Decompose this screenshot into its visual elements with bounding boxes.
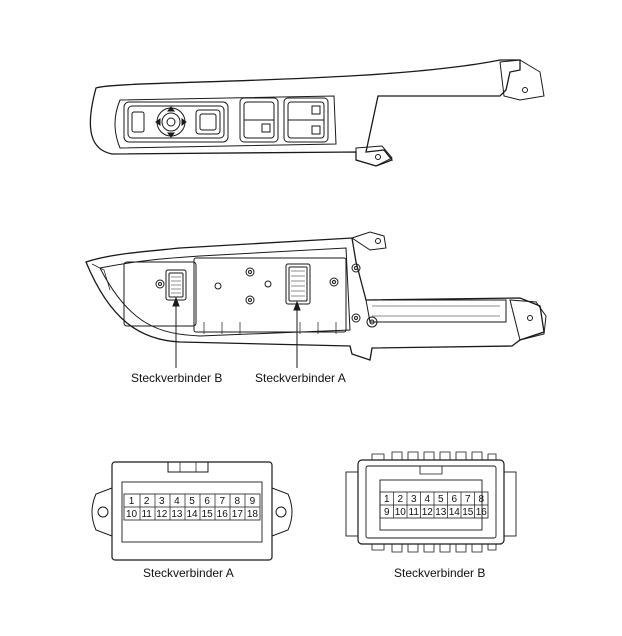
connector-a-pin-1: 1 bbox=[129, 496, 135, 507]
connector-a-pin-11: 11 bbox=[141, 509, 152, 520]
connector-a-pin-15: 15 bbox=[202, 509, 214, 520]
connector-a-pin-13: 13 bbox=[171, 509, 183, 520]
connector-b-pin-14: 14 bbox=[449, 507, 461, 518]
connector-a-pin-10: 10 bbox=[126, 509, 138, 520]
connector-b-callout-label: Steckverbinder B bbox=[131, 371, 223, 385]
connector-a-receptacle bbox=[285, 263, 311, 305]
connector-a-pin-18: 18 bbox=[247, 509, 259, 520]
connector-a-callout-label: Steckverbinder A bbox=[255, 371, 346, 385]
connector-a-pin-2: 2 bbox=[144, 496, 150, 507]
connector-b-pin-3: 3 bbox=[411, 494, 417, 505]
connector-b-pin-9: 9 bbox=[384, 507, 390, 518]
switch-panel-top-view bbox=[89, 59, 545, 167]
connector-b-pin-15: 15 bbox=[462, 507, 474, 518]
switch-panel-rear-view bbox=[85, 231, 547, 361]
connector-a-pin-4: 4 bbox=[174, 496, 180, 507]
connector-a-pin-8: 8 bbox=[235, 496, 241, 507]
connector-b-caption: Steckverbinder B bbox=[394, 566, 486, 580]
connector-b-drawing bbox=[345, 451, 517, 553]
connector-b-pin-7: 7 bbox=[465, 494, 471, 505]
connector-b-pin-10: 10 bbox=[395, 507, 407, 518]
connector-a-pin-12: 12 bbox=[156, 509, 168, 520]
connector-b-pin-6: 6 bbox=[451, 494, 457, 505]
connector-b-pin-2: 2 bbox=[397, 494, 403, 505]
connector-a-pin-3: 3 bbox=[159, 496, 165, 507]
connector-a-drawing bbox=[91, 461, 293, 561]
callout-leaders bbox=[172, 296, 301, 368]
connector-b-pin-16: 16 bbox=[476, 507, 488, 518]
connector-a-pin-7: 7 bbox=[219, 496, 225, 507]
connector-b-pin-13: 13 bbox=[435, 507, 447, 518]
connector-a-pin-6: 6 bbox=[204, 496, 210, 507]
connector-b-pin-12: 12 bbox=[422, 507, 434, 518]
connector-b-pin-4: 4 bbox=[424, 494, 430, 505]
connector-a-pin-14: 14 bbox=[186, 509, 198, 520]
connector-b-pin-1: 1 bbox=[384, 494, 390, 505]
connector-a-caption: Steckverbinder A bbox=[143, 566, 234, 580]
connector-a-pin-17: 17 bbox=[232, 509, 244, 520]
connector-b-pin-11: 11 bbox=[409, 507, 420, 518]
connector-b-pin-8: 8 bbox=[478, 494, 484, 505]
connector-a-pin-9: 9 bbox=[250, 496, 256, 507]
connector-a-pin-16: 16 bbox=[217, 509, 229, 520]
connector-b-pin-5: 5 bbox=[438, 494, 444, 505]
connector-a-pin-5: 5 bbox=[189, 496, 195, 507]
